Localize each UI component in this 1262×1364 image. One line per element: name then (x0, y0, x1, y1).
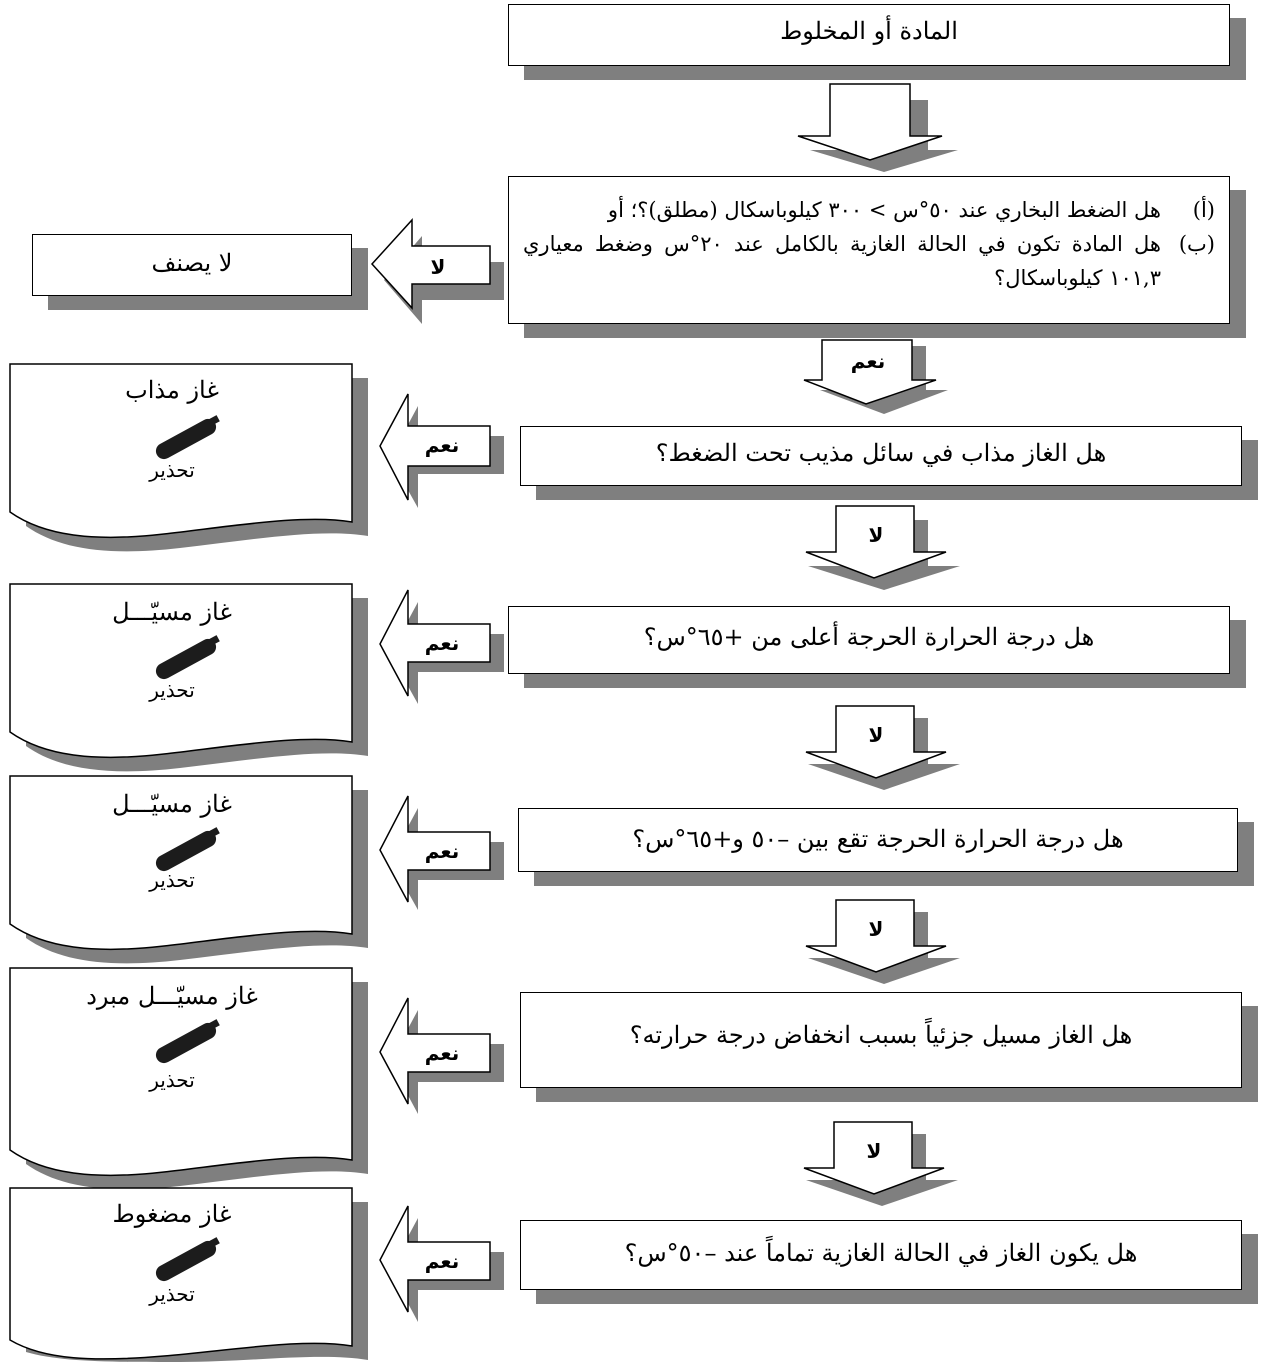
left-arrow-yes-2: نعم (379, 589, 504, 704)
left-arrow-yes-4-label: نعم (425, 1041, 459, 1065)
down-arrow-yes-1-label: نعم (851, 349, 885, 373)
not-classified-label: لا يصنف (151, 249, 233, 277)
start-box: المادة أو المخلوط (508, 4, 1230, 66)
result-box-5 (9, 1187, 368, 1362)
left-arrow-yes-4: نعم (379, 997, 504, 1114)
part-b-text: هل المادة تكون في الحالة الغازية بالكامل… (523, 232, 1161, 290)
left-arrow-yes-1: نعم (379, 393, 504, 508)
down-arrow-no-3: لا (805, 899, 960, 984)
left-arrow-yes-3: نعم (379, 795, 504, 910)
question-box-3: هل درجة الحرارة الحرجة أعلى من +٦٥°س؟ (508, 606, 1230, 674)
result-1-signal-word: تحذير (149, 458, 195, 482)
down-arrow-no-3-label: لا (869, 917, 884, 941)
result-5-signal-word: تحذير (149, 1282, 195, 1306)
result-4-signal-word: تحذير (149, 1068, 195, 1092)
part-a-tag: (أ) (1192, 198, 1215, 222)
result-box-3 (9, 775, 368, 964)
result-4-title: غاز مسيّـــل مبرد (86, 982, 258, 1010)
question-4-text: هل درجة الحرارة الحرجة تقع بين –٥٠ و+٦٥°… (632, 825, 1124, 853)
down-arrow-yes-1: نعم (803, 339, 948, 414)
question-2-text: هل الغاز مذاب في سائل مذيب تحت الضغط؟ (655, 439, 1107, 467)
question-box-6: هل يكون الغاز في الحالة الغازية تماماً ع… (520, 1220, 1242, 1290)
result-box-4 (9, 967, 368, 1190)
result-box-2 (9, 583, 368, 772)
left-arrow-yes-2-label: نعم (425, 631, 459, 655)
part-a-text: هل الضغط البخاري عند ٥٠°س > ٣٠٠ كيلوباسك… (607, 198, 1161, 222)
start-label: المادة أو المخلوط (780, 17, 958, 45)
down-arrow-no-1: لا (805, 505, 960, 590)
question-1-part-b: (ب) هل المادة تكون في الحالة الغازية بال… (523, 227, 1215, 295)
left-arrow-yes-3-label: نعم (425, 839, 459, 863)
down-arrow-no-4-label: لا (867, 1139, 882, 1163)
question-1-part-a: (أ) هل الضغط البخاري عند ٥٠°س > ٣٠٠ كيلو… (523, 193, 1215, 227)
result-3-signal-word: تحذير (149, 868, 195, 892)
not-classified-box: لا يصنف (32, 234, 352, 296)
left-arrow-yes-1-label: نعم (425, 433, 459, 457)
down-arrow-no-2-label: لا (869, 723, 884, 747)
left-arrow-no: لا (370, 218, 504, 324)
question-6-text: هل يكون الغاز في الحالة الغازية تماماً ع… (624, 1239, 1138, 1267)
question-5-text: هل الغاز مسيل جزئياً بسبب انخفاض درجة حر… (629, 1021, 1133, 1049)
down-arrow-no-1-label: لا (869, 523, 884, 547)
down-arrow-no-2: لا (805, 705, 960, 790)
question-3-text: هل درجة الحرارة الحرجة أعلى من +٦٥°س؟ (643, 623, 1095, 651)
result-box-1 (9, 363, 368, 552)
question-box-2: هل الغاز مذاب في سائل مذيب تحت الضغط؟ (520, 426, 1242, 486)
question-box-1: (أ) هل الضغط البخاري عند ٥٠°س > ٣٠٠ كيلو… (508, 176, 1230, 324)
part-b-tag: (ب) (1178, 232, 1215, 256)
question-box-4: هل درجة الحرارة الحرجة تقع بين –٥٠ و+٦٥°… (518, 808, 1238, 872)
left-arrow-yes-5-label: نعم (425, 1249, 459, 1273)
result-5-title: غاز مضغوط (112, 1200, 232, 1228)
result-1-title: غاز مذاب (125, 376, 219, 404)
question-box-5: هل الغاز مسيل جزئياً بسبب انخفاض درجة حر… (520, 992, 1242, 1088)
down-arrow-no-4: لا (803, 1121, 958, 1206)
left-arrow-no-label: لا (431, 255, 446, 279)
left-arrow-yes-5: نعم (379, 1205, 504, 1322)
down-arrow-1 (797, 83, 958, 172)
result-2-signal-word: تحذير (149, 678, 195, 702)
result-2-title: غاز مسيّـــل (112, 598, 232, 626)
result-3-title: غاز مسيّـــل (112, 790, 232, 818)
